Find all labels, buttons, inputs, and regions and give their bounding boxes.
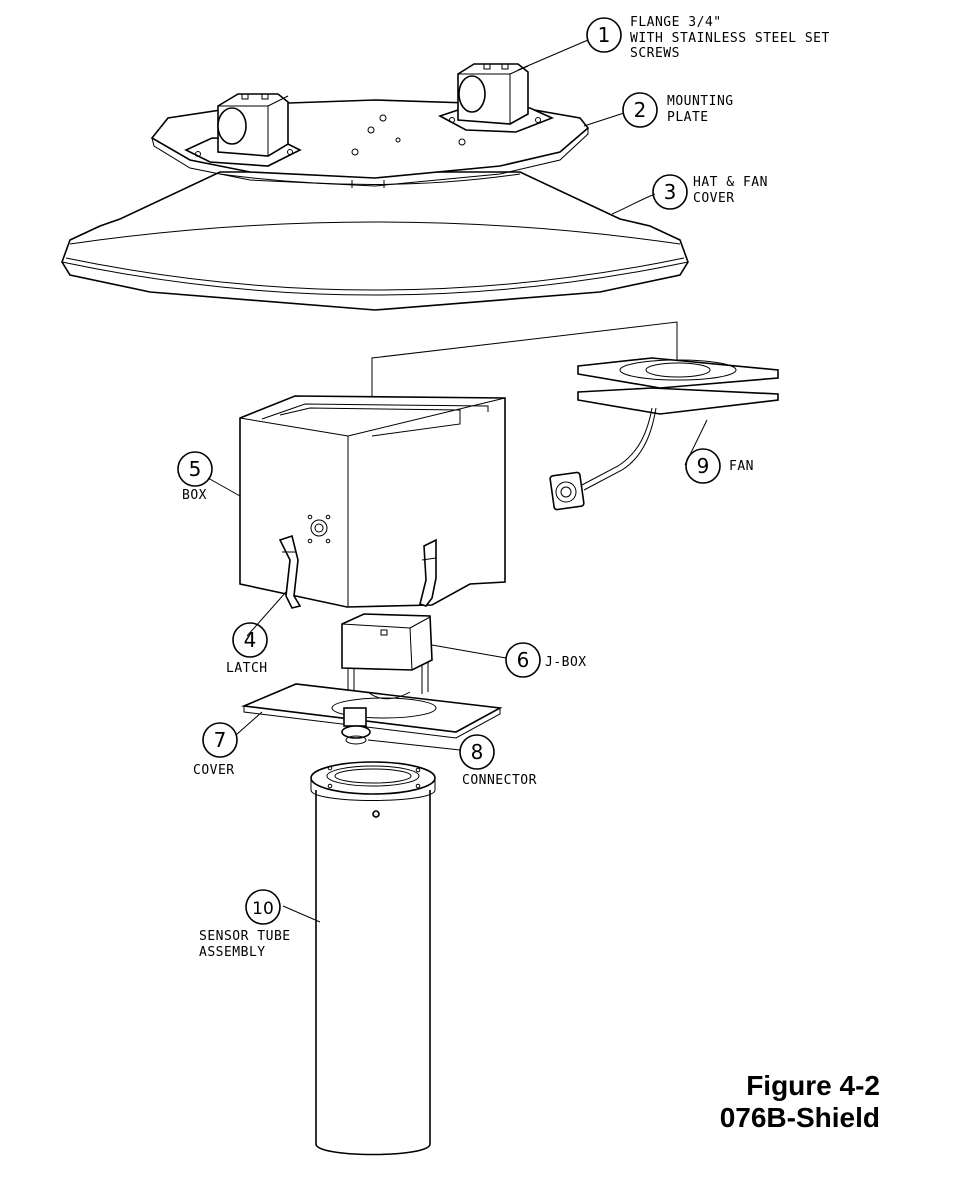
callout-2-number: 2 bbox=[634, 98, 647, 122]
callout-4-number: 4 bbox=[244, 628, 257, 652]
callout-3: 3 HAT & FAN COVER bbox=[652, 174, 768, 210]
callout-3-number: 3 bbox=[664, 180, 677, 204]
j-box bbox=[341, 613, 433, 698]
hat-fan-cover bbox=[61, 171, 689, 311]
cover-plate bbox=[240, 683, 503, 739]
figure-caption: Figure 4-2 076B-Shield bbox=[720, 1070, 880, 1134]
latch-right bbox=[419, 538, 437, 607]
callout-10-label-line-2: ASSEMBLY bbox=[199, 945, 266, 960]
callout-4-label-line-1: LATCH bbox=[226, 661, 268, 676]
callout-10: 10 SENSOR TUBE ASSEMBLY bbox=[199, 889, 291, 960]
callout-7: 7 COVER bbox=[193, 722, 238, 778]
callout-9-label-line-1: FAN bbox=[729, 459, 754, 474]
callout-8-label-line-1: CONNECTOR bbox=[462, 773, 537, 788]
callout-9: 9 FAN bbox=[685, 448, 754, 484]
callout-2-label-line-1: MOUNTING bbox=[667, 94, 734, 109]
callout-7-label-line-1: COVER bbox=[193, 763, 235, 778]
callout-9-number: 9 bbox=[697, 454, 710, 478]
flange-right bbox=[437, 63, 555, 133]
figure-title: Figure 4-2 bbox=[746, 1070, 880, 1101]
callout-5-number: 5 bbox=[189, 457, 202, 481]
callout-1-label-line-1: FLANGE 3/4" bbox=[630, 15, 722, 30]
callout-1-label-line-2: WITH STAINLESS STEEL SET bbox=[630, 31, 830, 46]
callout-5-label-line-1: BOX bbox=[182, 488, 207, 503]
callout-7-number: 7 bbox=[214, 728, 227, 752]
callout-4: 4 LATCH bbox=[226, 622, 268, 676]
leader-lines bbox=[207, 39, 708, 923]
fan-wire bbox=[371, 321, 678, 433]
callout-1-label-line-3: SCREWS bbox=[630, 46, 680, 61]
callout-6-number: 6 bbox=[517, 648, 530, 672]
sensor-tube bbox=[310, 761, 436, 1156]
callout-10-number: 10 bbox=[252, 899, 274, 919]
callout-3-label-line-2: COVER bbox=[693, 191, 735, 206]
callout-6-label-line-1: J-BOX bbox=[545, 655, 587, 670]
box bbox=[239, 395, 506, 608]
callout-2: 2 MOUNTING PLATE bbox=[622, 92, 734, 128]
callout-1-number: 1 bbox=[598, 23, 611, 47]
latch-left bbox=[278, 534, 302, 609]
flange-left bbox=[184, 93, 302, 167]
connector bbox=[341, 707, 371, 745]
callout-8: 8 CONNECTOR bbox=[459, 734, 537, 788]
callout-2-label-line-2: PLATE bbox=[667, 110, 709, 125]
callout-10-label-line-1: SENSOR TUBE bbox=[199, 929, 291, 944]
figure-subtitle: 076B-Shield bbox=[719, 1102, 880, 1133]
callout-3-label-line-1: HAT & FAN bbox=[693, 175, 768, 190]
fan-assembly bbox=[549, 357, 779, 511]
callout-6: 6 J-BOX bbox=[505, 642, 587, 678]
callout-8-number: 8 bbox=[471, 740, 484, 764]
callout-5: 5 BOX bbox=[177, 451, 213, 503]
callout-1: 1 FLANGE 3/4" WITH STAINLESS STEEL SET S… bbox=[586, 15, 830, 61]
